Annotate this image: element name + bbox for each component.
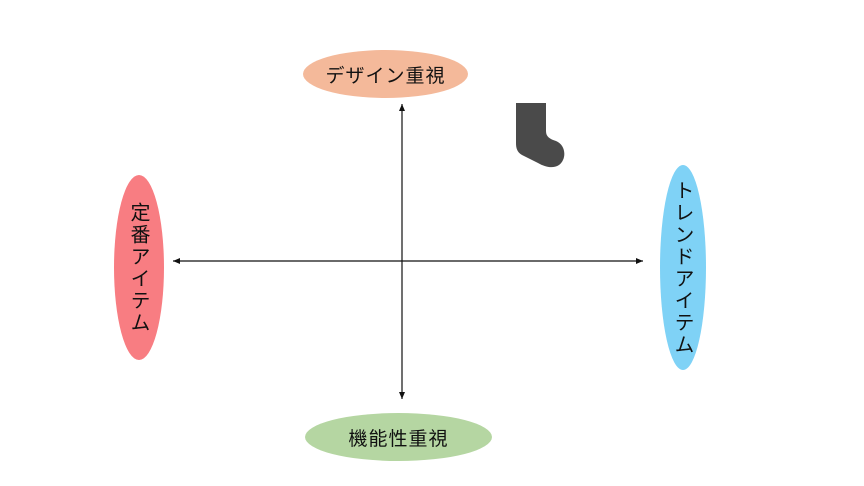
pole-left-standard-items: 定番アイテム [114, 175, 164, 360]
sock-icon [516, 103, 565, 168]
pole-top-design-focus: デザイン重視 [303, 50, 468, 98]
pole-bottom-function-focus: 機能性重視 [305, 413, 492, 461]
pole-top-label: デザイン重視 [325, 64, 446, 87]
pole-bottom-label: 機能性重視 [348, 427, 449, 450]
pole-right-trend-items: トレンドアイテム [660, 165, 706, 370]
pole-left-label: 定番アイテム [127, 201, 151, 334]
pole-right-label: トレンドアイテム [671, 179, 695, 356]
